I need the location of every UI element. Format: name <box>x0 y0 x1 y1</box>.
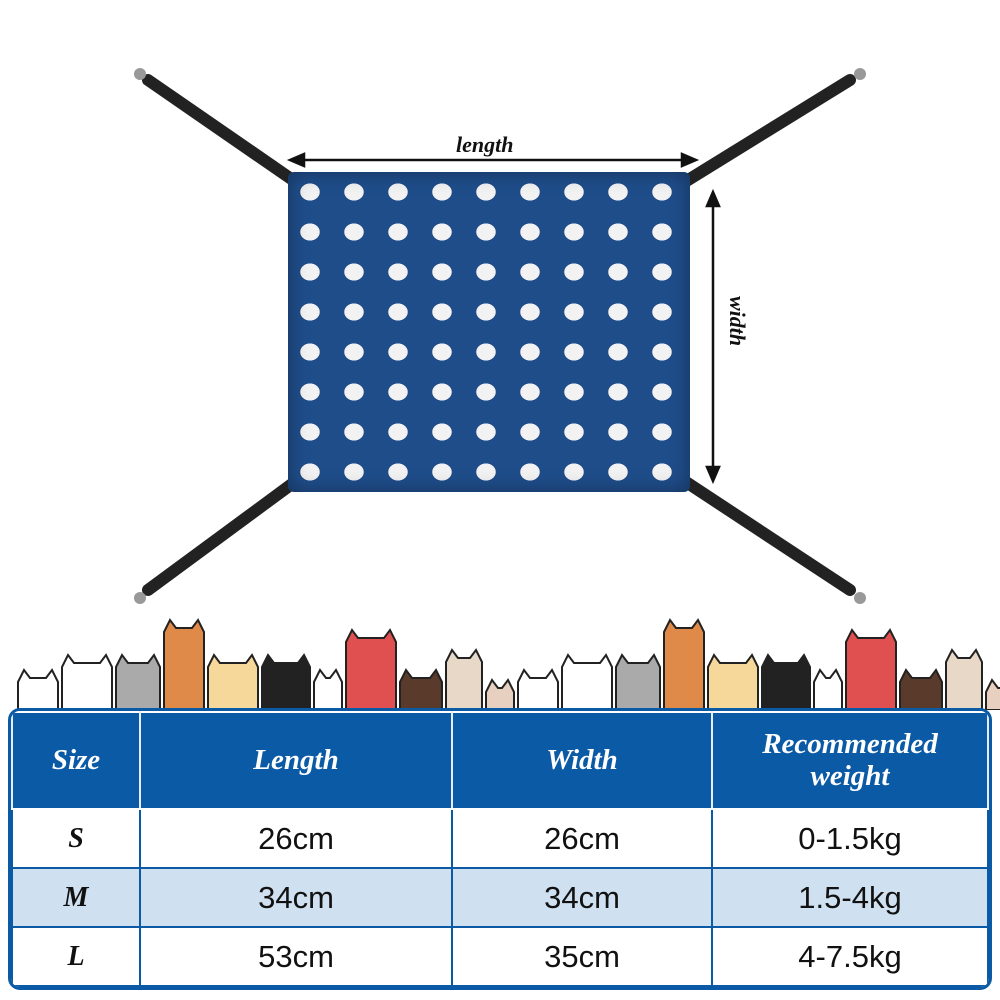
cat-cartoon <box>813 668 843 710</box>
size-cell: M <box>11 867 141 928</box>
size-cell: S <box>11 808 141 869</box>
hammock-straps <box>134 68 866 604</box>
cat-cartoon <box>845 628 897 710</box>
cat-cartoon <box>61 653 113 710</box>
weight-cell: 0-1.5kg <box>711 808 989 869</box>
size-table: Size Length Width Recommended weight S 2… <box>8 708 992 990</box>
hammock-image <box>288 172 690 492</box>
cat-cartoon <box>561 653 613 710</box>
cat-cartoon <box>17 668 59 710</box>
table-row: M 34cm 34cm 1.5-4kg <box>11 867 989 928</box>
cat-cartoon <box>261 653 311 710</box>
width-cell: 34cm <box>451 867 713 928</box>
width-cell: 26cm <box>451 808 713 869</box>
length-cell: 26cm <box>139 808 453 869</box>
cat-cartoon <box>445 648 483 710</box>
cat-cartoon <box>899 668 943 710</box>
cat-cartoon <box>615 653 661 710</box>
header-width: Width <box>451 711 713 810</box>
cat-cartoon <box>517 668 559 710</box>
cat-cartoon <box>985 678 1000 710</box>
header-weight: Recommended weight <box>711 711 989 810</box>
length-cell: 53cm <box>139 926 453 987</box>
cat-cartoon <box>707 653 759 710</box>
cat-cartoon <box>313 668 343 710</box>
cat-cartoon <box>163 618 205 710</box>
header-size: Size <box>11 711 141 810</box>
cat-cartoon <box>207 653 259 710</box>
weight-cell: 1.5-4kg <box>711 867 989 928</box>
weight-cell: 4-7.5kg <box>711 926 989 987</box>
table-row: L 53cm 35cm 4-7.5kg <box>11 926 989 987</box>
cartoon-cats-border <box>17 618 1000 710</box>
width-cell: 35cm <box>451 926 713 987</box>
cat-cartoon <box>485 678 515 710</box>
cat-cartoon <box>761 653 811 710</box>
cat-cartoon <box>945 648 983 710</box>
length-label: length <box>456 132 514 157</box>
cat-cartoon <box>663 618 705 710</box>
cat-cartoon <box>115 653 161 710</box>
header-length: Length <box>139 711 453 810</box>
length-cell: 34cm <box>139 867 453 928</box>
cat-cartoon <box>345 628 397 710</box>
table-header-row: Size Length Width Recommended weight <box>11 711 989 810</box>
cat-cartoon <box>399 668 443 710</box>
width-label: width <box>725 296 750 347</box>
size-cell: L <box>11 926 141 987</box>
table-row: S 26cm 26cm 0-1.5kg <box>11 808 989 869</box>
